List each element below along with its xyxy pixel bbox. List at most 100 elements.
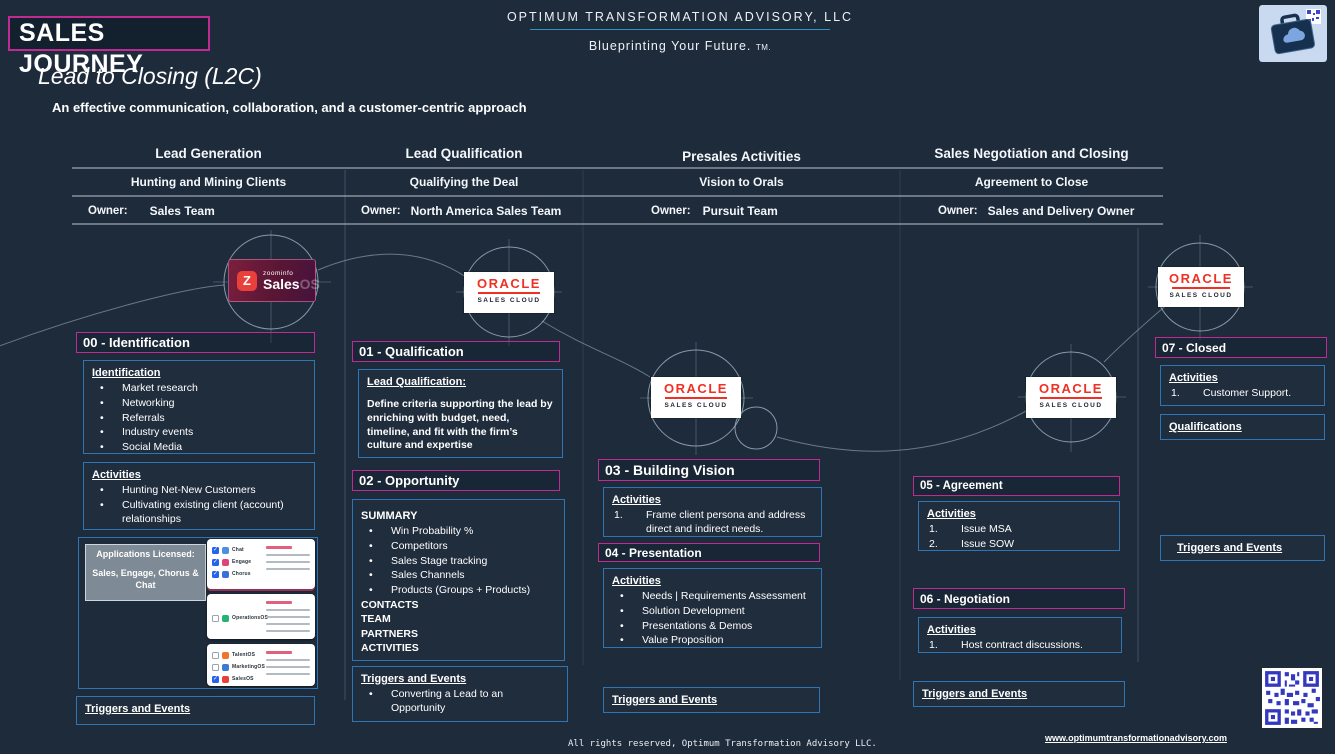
owner-label: Owner: [361,205,401,217]
list-item: Host contract discussions. [929,639,1083,652]
triggers-events-panel: Triggers and Events [913,681,1125,707]
company-underline [530,29,830,30]
stage-04-presentation: 04 - Presentation [598,543,820,562]
owner-label: Owner: [938,205,978,217]
activities-panel: Activities Needs | Requirements Assessme… [603,568,822,648]
checkbox-unchecked-icon [212,614,219,622]
list-item: Competitors [361,540,556,554]
section-label: PARTNERS [361,627,418,640]
qualifications-panel: Qualifications [1160,414,1325,440]
panel-title: Triggers and Events [922,688,1028,700]
list-item: Win Probability % [361,525,556,539]
owner-label: Owner: [88,205,128,217]
section-label: CONTACTS [361,598,419,611]
list-item: Value Proposition [612,634,813,648]
checkbox-checked-icon [212,558,219,566]
app-name: Chorus [232,571,251,577]
triggers-events-panel: Triggers and Events Converting a Lead to… [352,666,568,722]
phase-owner-row: Owner: North America Sales Team [345,197,583,225]
stage-03-building-vision: 03 - Building Vision [598,459,820,481]
chat-app-icon [222,546,229,554]
stage-00-identification: 00 - Identification [76,332,315,353]
tagline-text: Blueprinting Your Future. [588,39,752,53]
checkbox-checked-icon [212,546,219,554]
slide-subheading: An effective communication, collaboratio… [52,100,527,115]
zoominfo-brand: zoominfo [263,270,294,277]
owner-label: Owner: [651,205,691,217]
zoominfo-product: Sales [263,276,300,292]
list-item: Referrals [92,412,306,426]
panel-title: Activities [612,494,661,506]
list-item: Presentations & Demos [612,620,813,634]
list-item: Frame client persona and address direct … [614,509,806,535]
engage-app-icon [222,558,229,566]
phase-title: Lead Generation [155,146,262,161]
panel-title: Triggers and Events [85,703,191,715]
chorus-app-icon [222,570,229,578]
oracle-brand: ORACLE [664,381,728,396]
list-item: Converting a Lead to an Opportunity [361,688,559,715]
panel-title: Qualifications [1169,421,1242,433]
owner-value: North America Sales Team [410,204,562,218]
panel-title: Identification [92,367,161,379]
panel-title: Activities [927,624,976,636]
checkbox-checked-icon [212,675,219,683]
triggers-events-panel: Triggers and Events [603,687,820,713]
company-name: OPTIMUM TRANSFORMATION ADVISORY, LLC [506,10,854,24]
app-card: Chat Engage Chorus [207,539,315,589]
section-label: ACTIVITIES [361,642,419,655]
phase-title: Presales Activities [682,149,801,164]
trademark-text: TM. [755,43,772,52]
owner-value: Sales Team [149,204,215,218]
panel-title: Activities [927,508,976,520]
cloud-icon [1283,27,1305,43]
oracle-sub: SALES CLOUD [664,401,728,409]
app-card: OperationsOS [207,594,315,639]
oracle-brand: ORACLE [1039,381,1103,396]
list-item: Cultivating existing client (account) re… [92,499,306,526]
oracle-sales-cloud-logo: ORACLE SALES CLOUD [1158,267,1244,307]
section-label: TEAM [361,613,391,626]
app-name: MarketingOS [232,664,266,670]
website-link[interactable]: www.optimumtransformationadvisory.com [1044,733,1227,743]
zoominfo-suffix: OS [299,276,320,292]
talentos-app-icon [222,651,229,659]
phase-column-lead-qualification: Lead Qualification Qualifying the Deal O… [345,143,583,225]
opportunity-summary-panel: SUMMARY Win Probability % Competitors Sa… [352,499,565,661]
connector-line [776,409,1029,452]
panel-title: Triggers and Events [1177,542,1283,554]
panel-title: Activities [612,575,661,587]
triggers-events-panel: Triggers and Events [76,696,315,725]
phase-focus: Agreement to Close [974,175,1089,189]
page-title: SALES JOURNEY [8,16,210,78]
company-tagline: Blueprinting Your Future. TM. [455,39,905,53]
list-item: Needs | Requirements Assessment [612,590,813,604]
phase-title: Sales Negotiation and Closing [934,146,1129,161]
panel-title: SUMMARY [361,510,418,522]
copyright-text: All rights reserved, Optimum Transformat… [568,739,877,749]
app-name: Engage [232,559,252,565]
list-item: Market research [92,382,306,396]
identification-panel: Identification Market research Networkin… [83,360,315,454]
operationsos-app-icon [222,614,229,622]
briefcase-icon [1270,13,1315,55]
slide-heading: Lead to Closing (L2C) [38,63,262,89]
app-name: SalesOS [232,676,254,682]
phase-owner-row: Owner: Sales Team [72,197,345,225]
process-node-circle-small [734,406,778,450]
phase-focus: Vision to Orals [699,175,784,189]
phase-owner-row: Owner: Pursuit Team [583,197,900,225]
stage-01-qualification: 01 - Qualification [352,341,560,362]
app-cards: Chat Engage Chorus OperationsOS TalentOS… [207,539,315,686]
oracle-rule [1172,287,1230,289]
feature-lines [266,601,310,637]
panel-title: Triggers and Events [612,694,718,706]
list-item: Hunting Net-New Customers [92,484,306,498]
phase-focus: Hunting and Mining Clients [130,175,287,189]
oracle-rule [478,292,540,294]
company-header: OPTIMUM TRANSFORMATION ADVISORY, LLC Blu… [455,10,905,53]
checkbox-checked-icon [212,570,219,578]
licensed-value: Sales, Engage, Chorus & Chat [92,568,199,590]
zoominfo-apps-screenshot: Applications Licensed: Sales, Engage, Ch… [78,537,318,689]
stage-05-agreement: 05 - Agreement [913,476,1120,496]
